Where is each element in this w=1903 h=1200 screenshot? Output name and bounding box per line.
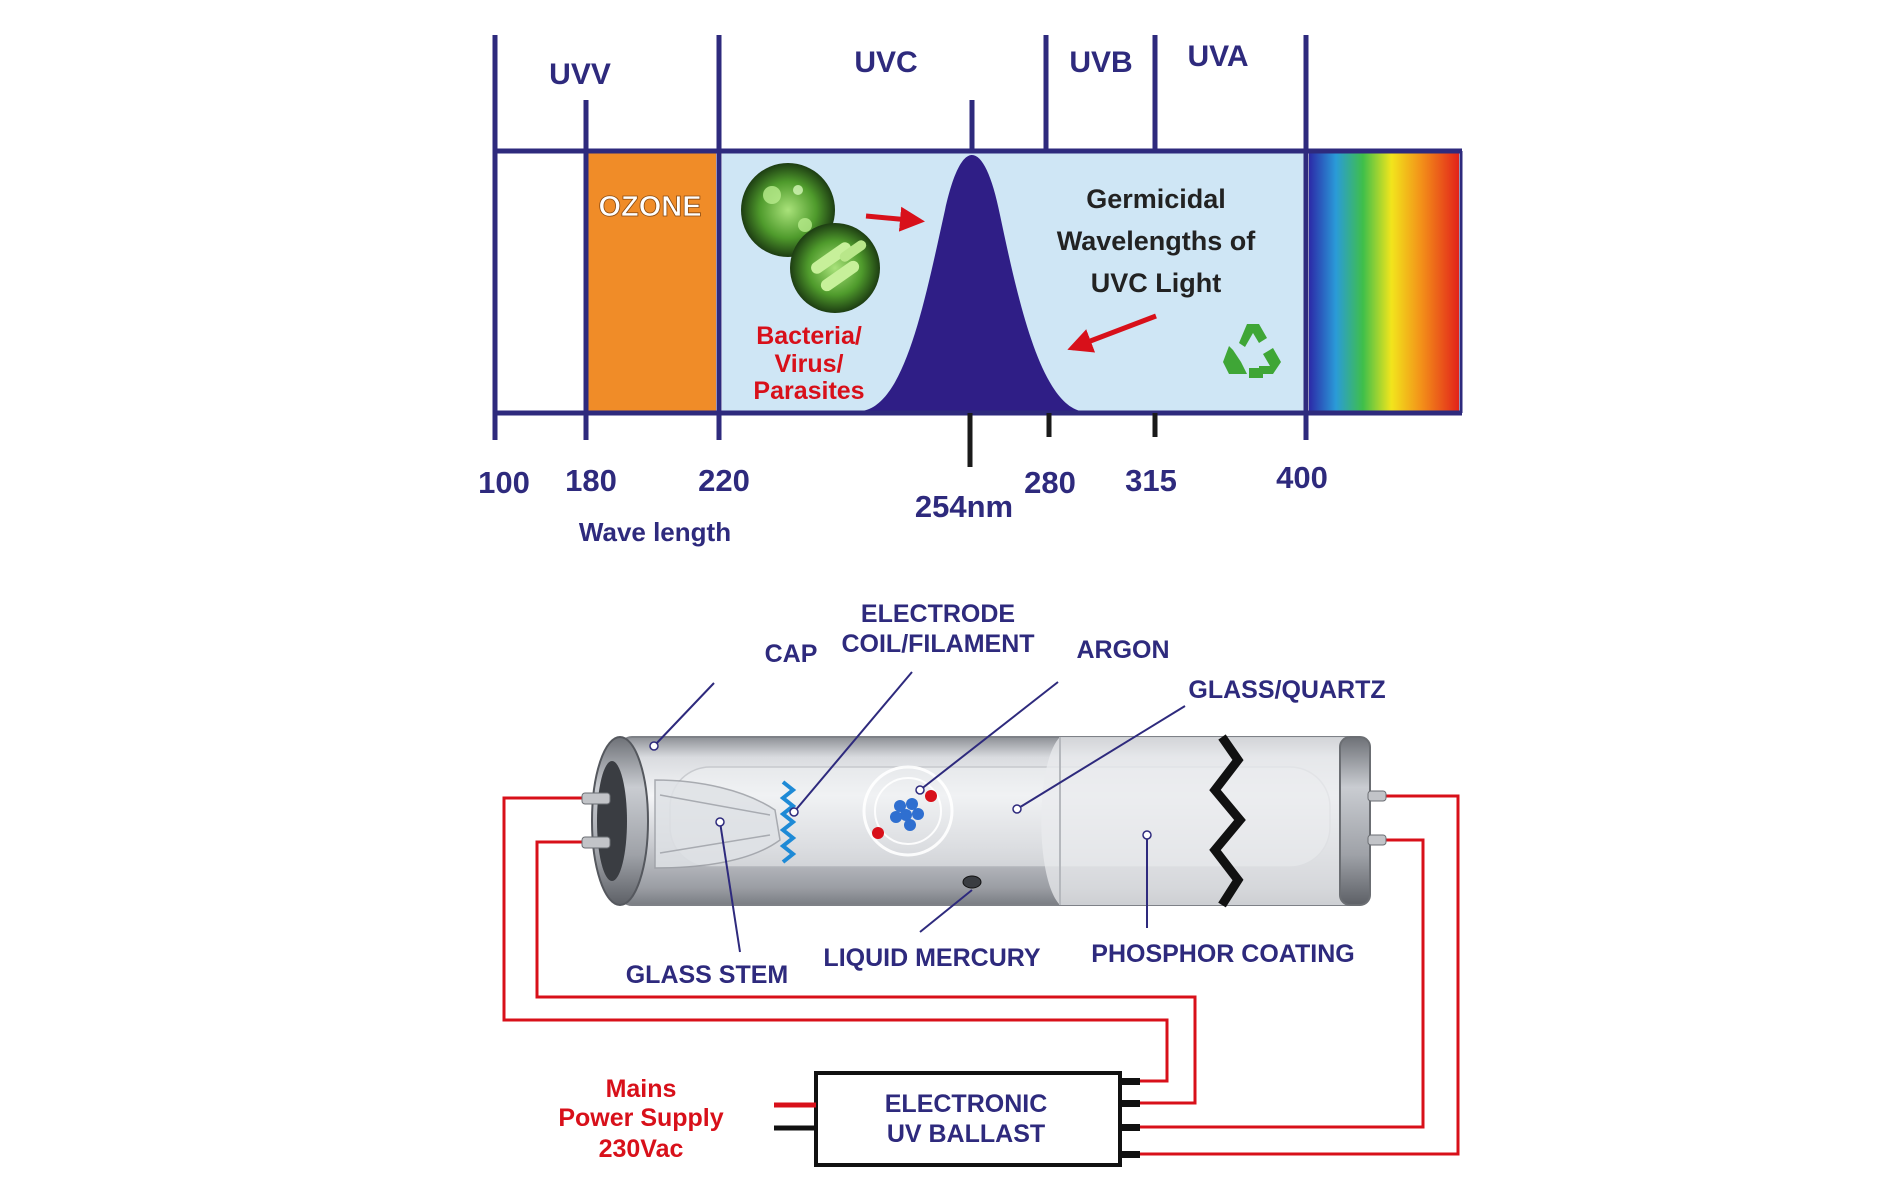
tube-break-mark: [1209, 734, 1246, 908]
ballast-terminal-1: [1120, 1078, 1140, 1085]
label-glass-quartz: GLASS/QUARTZ: [1188, 676, 1385, 704]
tick-label-220: 220: [698, 463, 750, 498]
electrode-coil: [779, 780, 797, 864]
axis-label: Wave length: [579, 517, 731, 547]
wire-right-outer: [1138, 794, 1460, 1156]
leader-glass-stem: [719, 821, 741, 953]
germicidal-line-2: Wavelengths of: [1057, 226, 1257, 256]
bacteria-virus-icon: [741, 163, 880, 313]
wire-right-inner: [1138, 838, 1425, 1129]
leader-cap: [653, 682, 715, 747]
wire-left-inner: [535, 840, 1197, 1105]
band-label-uva: UVA: [1187, 40, 1248, 73]
tick-label-254: 254nm: [915, 489, 1013, 524]
left-cap-face: [597, 761, 627, 881]
germicidal-line-1: Germicidal: [1086, 184, 1226, 214]
pathogen-line-2: Virus/: [774, 350, 843, 378]
pathogen-line-1: Bacteria/: [756, 322, 862, 350]
mains-line-1: Mains: [606, 1075, 677, 1103]
band-label-uvb: UVB: [1069, 46, 1132, 79]
pathogen-line-3: Parasites: [753, 377, 864, 405]
leader-argon: [919, 681, 1059, 791]
arrow-to-peak: [865, 206, 925, 232]
germicidal-line-3: UVC Light: [1091, 268, 1221, 298]
tick-label-400: 400: [1276, 460, 1328, 495]
right-pin-bottom: [1367, 834, 1387, 846]
label-electrode-line1: ELECTRODE: [861, 600, 1015, 628]
arrow-from-text: [1067, 313, 1157, 353]
mains-line-2: Power Supply: [558, 1104, 723, 1132]
label-liquid-mercury: LIQUID MERCURY: [823, 944, 1040, 972]
band-label-uvv: UVV: [549, 58, 611, 91]
wire-left-outer: [502, 796, 1169, 1083]
leader-liquid-mercury: [919, 889, 973, 933]
ozone-label: OZONE: [598, 191, 701, 223]
label-argon: ARGON: [1076, 636, 1169, 664]
ballast-terminal-4: [1120, 1151, 1140, 1158]
germicidal-peak: [862, 155, 1080, 411]
visible-spectrum-rainbow: [1309, 153, 1459, 411]
leader-electrode: [793, 671, 913, 813]
tick-label-280: 280: [1024, 465, 1076, 500]
ballast-line-2: UV BALLAST: [887, 1120, 1045, 1148]
ballast-box: [814, 1071, 1122, 1167]
label-glass-stem: GLASS STEM: [626, 961, 789, 989]
band-label-uvc: UVC: [854, 46, 917, 79]
leader-glass-quartz: [1016, 705, 1186, 810]
tick-label-180: 180: [565, 463, 617, 498]
recycle-icon: [1223, 324, 1281, 378]
mains-line-3: 230Vac: [599, 1135, 684, 1163]
lamp-diagram: CAP ELECTRODE COIL/FILAMENT ARGON GLASS/…: [502, 600, 1460, 1167]
right-cap: [1339, 736, 1371, 906]
phosphor-section: [1041, 737, 1350, 905]
mercury-droplet: [962, 875, 982, 889]
ballast-terminal-2: [1120, 1100, 1140, 1107]
label-phosphor-coating: PHOSPHOR COATING: [1091, 940, 1354, 968]
ballast-terminal-3: [1120, 1124, 1140, 1131]
tick-label-315: 315: [1125, 463, 1177, 498]
argon-atom-icon: [862, 765, 954, 857]
left-pin-bottom: [581, 836, 611, 849]
label-cap: CAP: [765, 640, 818, 668]
right-pin-top: [1367, 790, 1387, 802]
label-electrode-line2: COIL/FILAMENT: [841, 630, 1034, 658]
ozone-region: [588, 153, 716, 411]
ballast-line-1: ELECTRONIC: [885, 1090, 1048, 1118]
spectrum-chart: UVV UVC UVB UVA OZONE Germicidal Wavelen…: [478, 35, 1463, 547]
left-pin-top: [581, 792, 611, 805]
tick-label-100: 100: [478, 465, 530, 500]
